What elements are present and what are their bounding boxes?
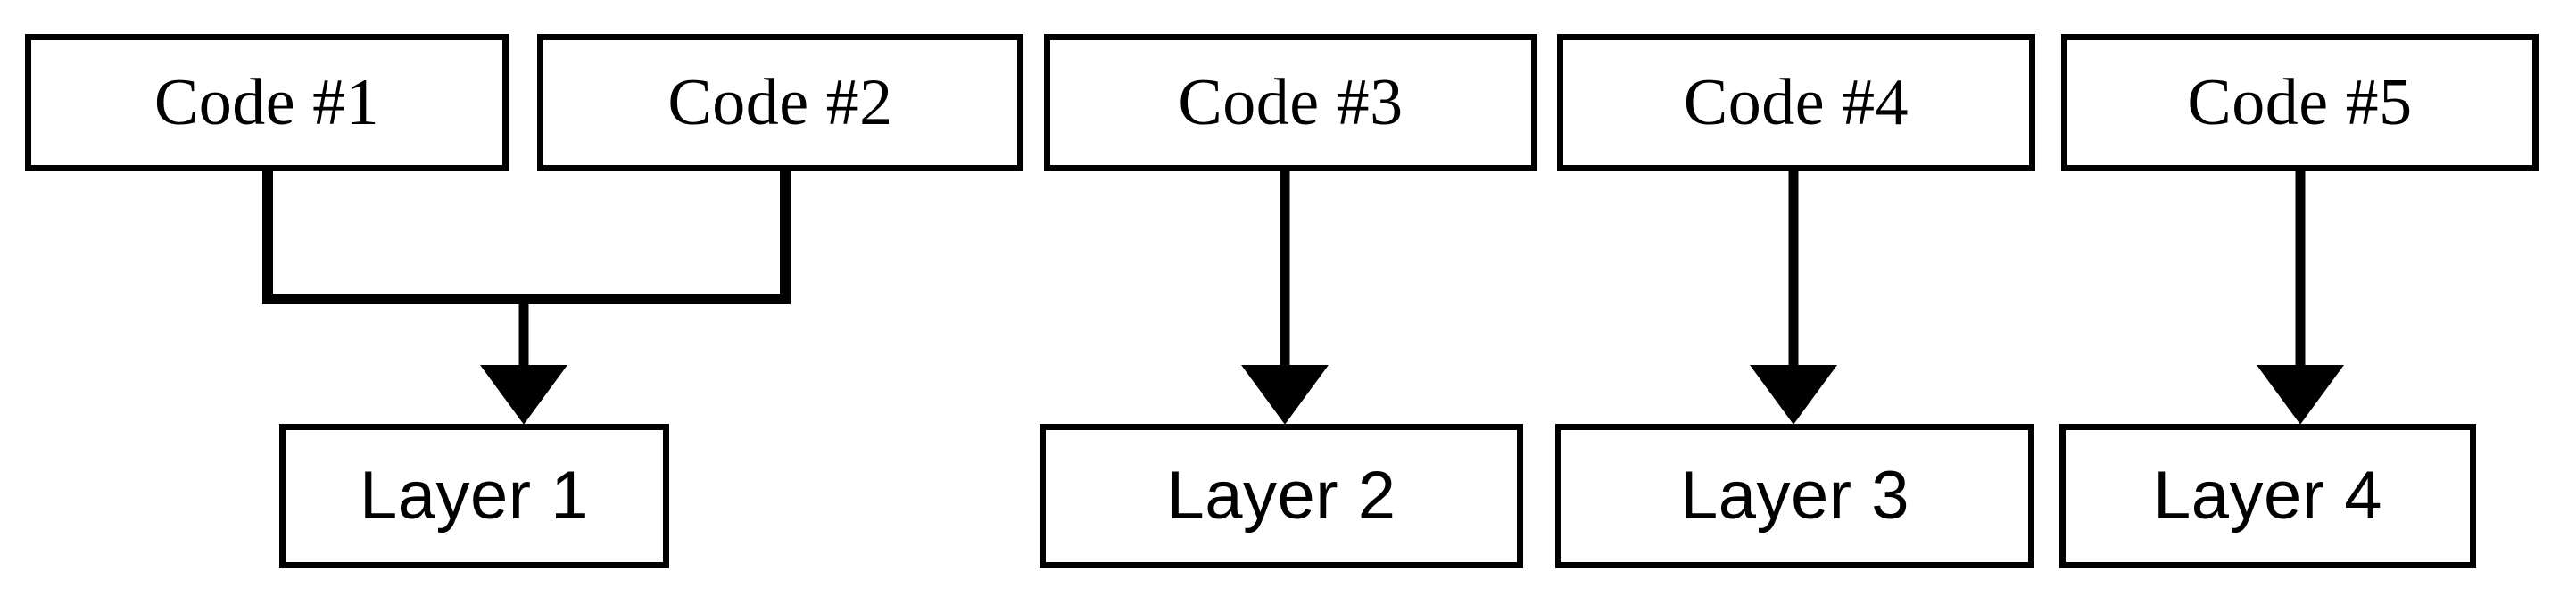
node-code-3[interactable]: Code #3: [1044, 34, 1537, 171]
node-code-1[interactable]: Code #1: [25, 34, 509, 171]
node-layer-4[interactable]: Layer 4: [2059, 424, 2476, 568]
node-label-code-5: Code #5: [2187, 66, 2413, 139]
arrowhead-to-layer-2: [1241, 365, 1329, 425]
node-label-layer-2: Layer 2: [1166, 458, 1396, 534]
node-label-code-4: Code #4: [1683, 66, 1909, 139]
node-label-layer-4: Layer 4: [2153, 458, 2382, 534]
node-label-layer-3: Layer 3: [1680, 458, 1909, 534]
edge-code4-to-layer3: [1750, 170, 1837, 425]
arrowhead-to-layer-3: [1750, 365, 1837, 425]
node-label-code-1: Code #1: [153, 66, 380, 139]
node-code-2[interactable]: Code #2: [537, 34, 1023, 171]
node-label-code-2: Code #2: [667, 66, 893, 139]
node-label-layer-1: Layer 1: [360, 458, 589, 534]
edge-code3-to-layer2: [1241, 170, 1329, 425]
edge-code5-to-layer4: [2257, 170, 2344, 425]
node-label-code-3: Code #3: [1178, 66, 1404, 139]
edge-code1-code2-to-layer1: [262, 171, 791, 425]
node-code-4[interactable]: Code #4: [1557, 34, 2035, 171]
arrowhead-to-layer-4: [2257, 365, 2344, 425]
node-code-5[interactable]: Code #5: [2061, 34, 2539, 171]
node-layer-2[interactable]: Layer 2: [1040, 424, 1523, 568]
node-layer-3[interactable]: Layer 3: [1555, 424, 2034, 568]
merge-elbow-path: [262, 171, 791, 304]
arrowhead-to-layer-1: [480, 365, 567, 425]
node-layer-1[interactable]: Layer 1: [279, 424, 669, 568]
